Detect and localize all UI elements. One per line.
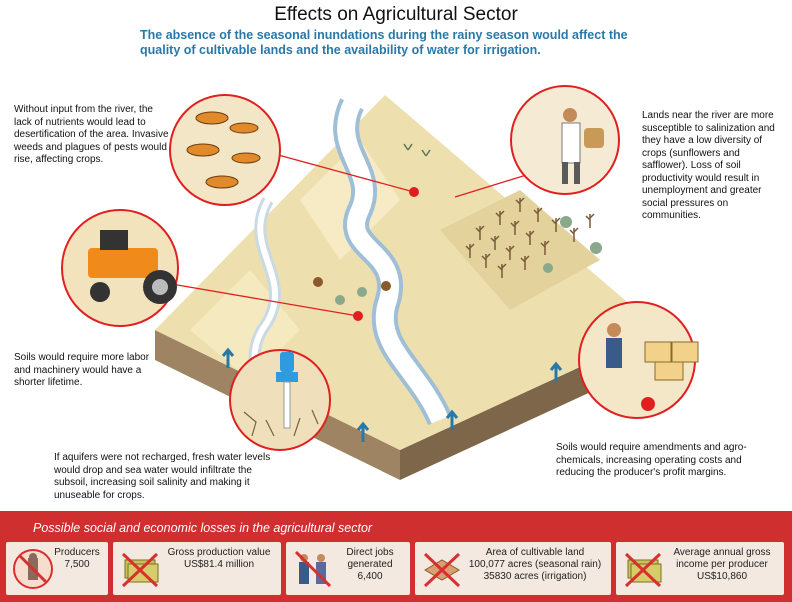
- note-aquifers: If aquifers were not recharged, fresh wa…: [54, 452, 271, 501]
- stat-line: US$81.4 million: [183, 559, 255, 570]
- page-title: Effects on Agricultural Sector: [274, 4, 518, 25]
- money-crossed-icon: [121, 552, 159, 588]
- workers-crossed-icon: [294, 550, 332, 588]
- note-chemicals: Soils would require amendments and agro-…: [556, 442, 747, 478]
- stat-line: Average annual gross: [673, 547, 771, 558]
- note-salinization: Lands near the river are more susceptibl…: [642, 110, 775, 221]
- income-crossed-icon: [624, 552, 662, 588]
- stat-line: Gross production value: [167, 547, 271, 558]
- farmer-vignette: [510, 85, 620, 195]
- poison-can-icon: [641, 397, 655, 411]
- stat-line: 100,077 acres (seasonal rain): [468, 559, 602, 570]
- water-flow-arrows: [221, 347, 563, 442]
- note-pests: Without input from the river, the lack o…: [14, 104, 169, 165]
- losses-banner: Possible social and economic losses in t…: [0, 511, 792, 602]
- worker-icon: [606, 323, 622, 368]
- agrochemicals-vignette: [578, 301, 699, 419]
- dry-crops: [465, 197, 595, 278]
- stat-line: income per producer: [676, 559, 768, 570]
- locust-icon: [186, 111, 261, 189]
- tractor-vignette: [61, 209, 179, 327]
- page-subtitle: The absence of the seasonal inundations …: [140, 28, 628, 57]
- callout-lines: [159, 149, 537, 317]
- well-pipe-icon: [276, 352, 298, 429]
- stat-line: 35830 acres (irrigation): [483, 571, 587, 582]
- field-patch: [440, 190, 600, 310]
- stat-line: Area of cultivable land: [485, 547, 585, 558]
- cracked-soil-icon: [243, 409, 319, 437]
- stat-line: Producers: [54, 547, 100, 558]
- pests-vignette: [169, 94, 281, 206]
- crates-icon: [644, 341, 699, 381]
- stat-line: Direct jobs: [346, 547, 394, 558]
- bushes: [313, 143, 602, 305]
- stat-line: generated: [347, 559, 393, 570]
- callout-marker: [353, 311, 363, 321]
- farmer-crossed-icon: [13, 549, 53, 589]
- stat-card-cultivable-land: Area of cultivable land 100,077 acres (s…: [415, 542, 611, 595]
- stat-card-direct-jobs: Direct jobs generated 6,400: [286, 542, 410, 595]
- stat-line: 7,500: [64, 559, 90, 570]
- stat-card-producers: Producers 7,500: [6, 542, 108, 595]
- land-crossed-icon: [423, 552, 461, 588]
- stat-card-gross-production: Gross production value US$81.4 million: [113, 542, 281, 595]
- aquifer-vignette: [229, 349, 331, 451]
- note-machinery: Soils would require more labor and machi…: [14, 352, 150, 388]
- callout-marker: [409, 187, 419, 197]
- stat-line: 6,400: [357, 571, 383, 582]
- agriculture-illustration: [61, 85, 699, 480]
- tractor-icon: [88, 230, 177, 304]
- losses-banner-title: Possible social and economic losses in t…: [33, 521, 373, 535]
- farmer-icon: [561, 108, 604, 184]
- stat-card-annual-income: Average annual gross income per producer…: [616, 542, 784, 595]
- stat-line: US$10,860: [696, 571, 748, 582]
